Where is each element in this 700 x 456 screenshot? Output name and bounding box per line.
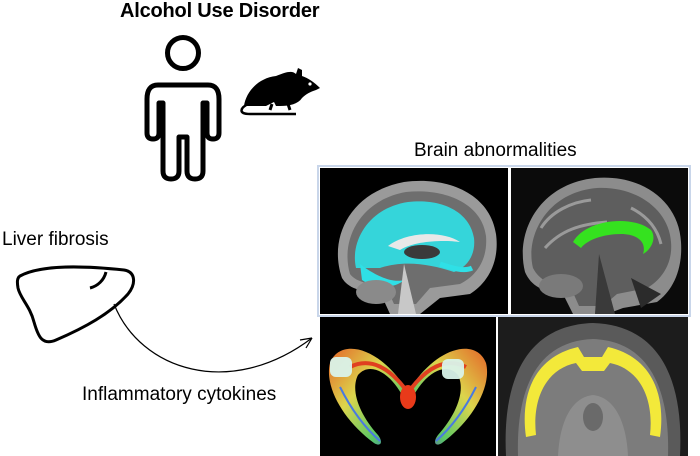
dti-tractography-panel	[320, 317, 496, 456]
inflammatory-cytokines-label: Inflammatory cytokines	[82, 384, 277, 405]
brain-panels-frame	[317, 165, 691, 317]
diagram-title: Alcohol Use Disorder	[120, 0, 320, 22]
brain-abnormalities-heading: Brain abnormalities	[414, 140, 577, 161]
rodent-mri-corpus-callosum-panel	[498, 317, 688, 456]
human-outline-icon	[144, 35, 222, 182]
human-mri-white-matter-panel	[320, 168, 508, 314]
liver-outline-icon	[15, 265, 135, 344]
human-mri-corpus-callosum-panel	[511, 168, 688, 314]
rat-silhouette-icon	[240, 68, 320, 116]
liver-fibrosis-heading: Liver fibrosis	[2, 229, 109, 250]
cytokine-pathway-arrow	[113, 303, 313, 373]
